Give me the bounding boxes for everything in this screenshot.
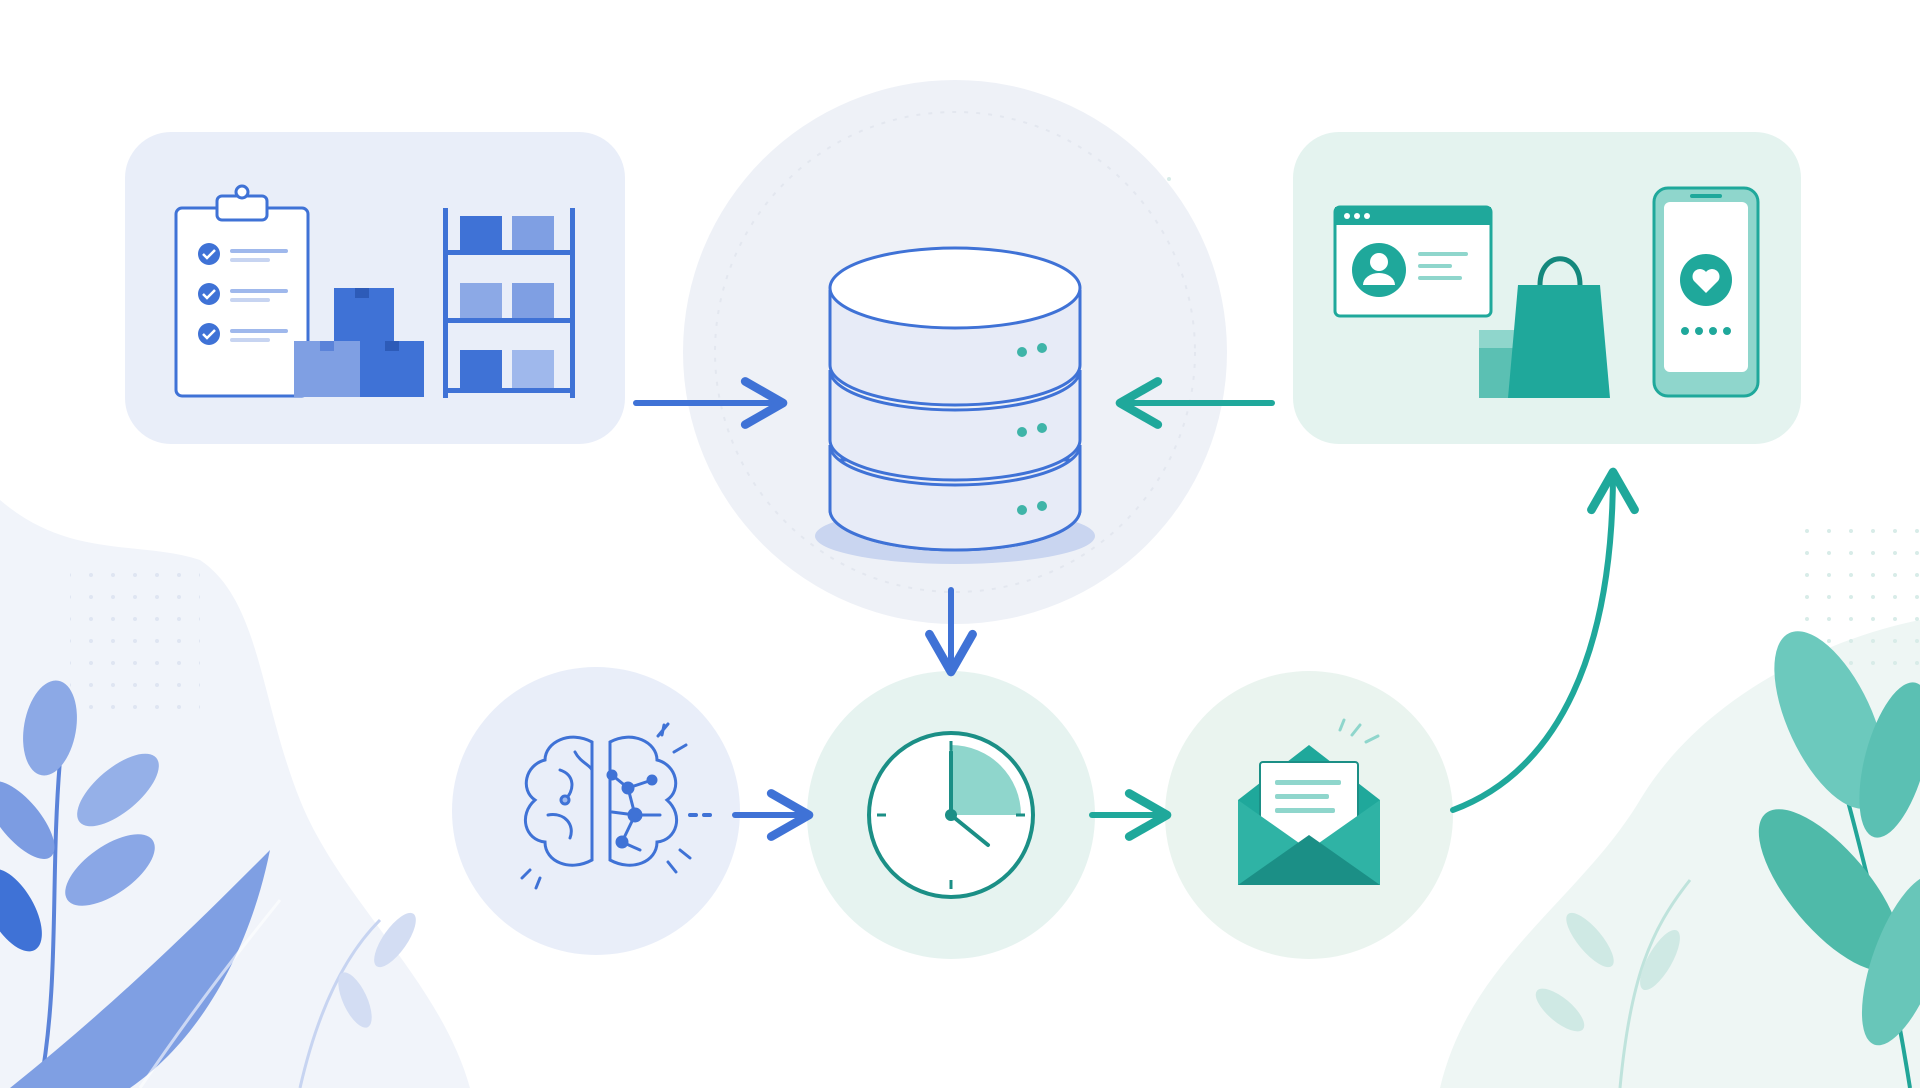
shopping-bag-icon (1508, 256, 1610, 398)
hub-ring (714, 111, 1196, 593)
database-icon (815, 246, 1095, 564)
leaf-cluster-right (1535, 631, 1920, 1088)
scheduler-node (807, 671, 1095, 959)
arrow-email-to-customer (1450, 467, 1639, 813)
clock-icon (867, 731, 1035, 899)
ai-node-circle (452, 667, 740, 955)
warehouse-shelf-icon (443, 208, 575, 398)
stacked-boxes-icon (294, 288, 424, 397)
database-hub (683, 80, 1227, 624)
browser-profile-icon (1333, 205, 1493, 318)
inventory-panel (125, 132, 625, 444)
smartphone-heart-icon (1652, 186, 1760, 398)
ai-node (452, 667, 740, 955)
flow-arrows (633, 377, 1639, 841)
email-node (1165, 671, 1453, 959)
customer-panel (1293, 132, 1801, 444)
clipboard-checklist-icon (174, 184, 310, 398)
dot-grid-left (70, 570, 200, 720)
leaf-cluster-left (0, 680, 416, 1088)
brain-network-icon (520, 722, 692, 890)
open-envelope-icon (1238, 718, 1380, 885)
